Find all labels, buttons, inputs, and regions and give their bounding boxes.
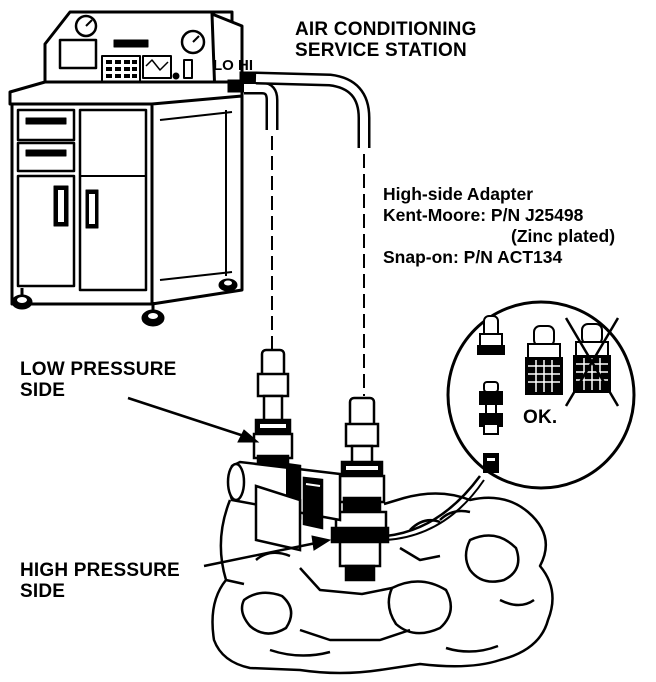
high-pressure-side-label: HIGH PRESSURE SIDE [20, 560, 180, 602]
inset-ok-text: OK. [523, 407, 558, 428]
service-station-label: AIR CONDITIONING SERVICE STATION [295, 19, 477, 61]
low-pressure-line1: LOW PRESSURE [20, 359, 177, 380]
adapter-ok [525, 325, 563, 395]
gauge-lo-text: LO [213, 57, 234, 74]
refrigerant-lines [226, 460, 342, 552]
gauge-lo-mark: LO [213, 57, 234, 74]
keypad [101, 55, 141, 85]
callout-arrows [127, 396, 332, 568]
arrow-head-high-icon [311, 535, 332, 551]
adapter-label-line2: Kent-Moore: P/N J25498 [383, 204, 584, 225]
service-station-label-line2: SERVICE STATION [295, 39, 467, 61]
adapter-parts-exploded [477, 315, 505, 473]
inset-ok-label: OK. [523, 407, 558, 429]
low-pressure-coupler [252, 348, 294, 472]
adapter-label-line4: Snap-on: P/N ACT134 [383, 246, 563, 267]
arrow-head-low-icon [237, 429, 260, 443]
service-hoses [227, 71, 371, 396]
high-pressure-line1: HIGH PRESSURE [20, 560, 180, 581]
low-pressure-line2: SIDE [20, 379, 66, 401]
adapter-label-line3: (Zinc plated) [511, 225, 616, 246]
gauge-hi-text: HI [238, 57, 253, 74]
cross-out-icon [564, 317, 620, 407]
adapter-label-line1: High-side Adapter [383, 184, 534, 204]
high-side-adapter-label: High-side Adapter Kent-Moore: P/N J25498… [383, 185, 615, 267]
high-pressure-line2: SIDE [20, 580, 66, 602]
adapter-not-ok [564, 317, 620, 407]
high-pressure-coupler [330, 396, 390, 582]
service-station-label-line1: AIR CONDITIONING [295, 19, 477, 40]
gauge-hi-mark: HI [238, 57, 253, 74]
adapter-inset [385, 300, 636, 541]
service-station-cart [8, 10, 244, 327]
low-pressure-side-label: LOW PRESSURE SIDE [20, 359, 177, 401]
engine-compartment [211, 492, 554, 675]
